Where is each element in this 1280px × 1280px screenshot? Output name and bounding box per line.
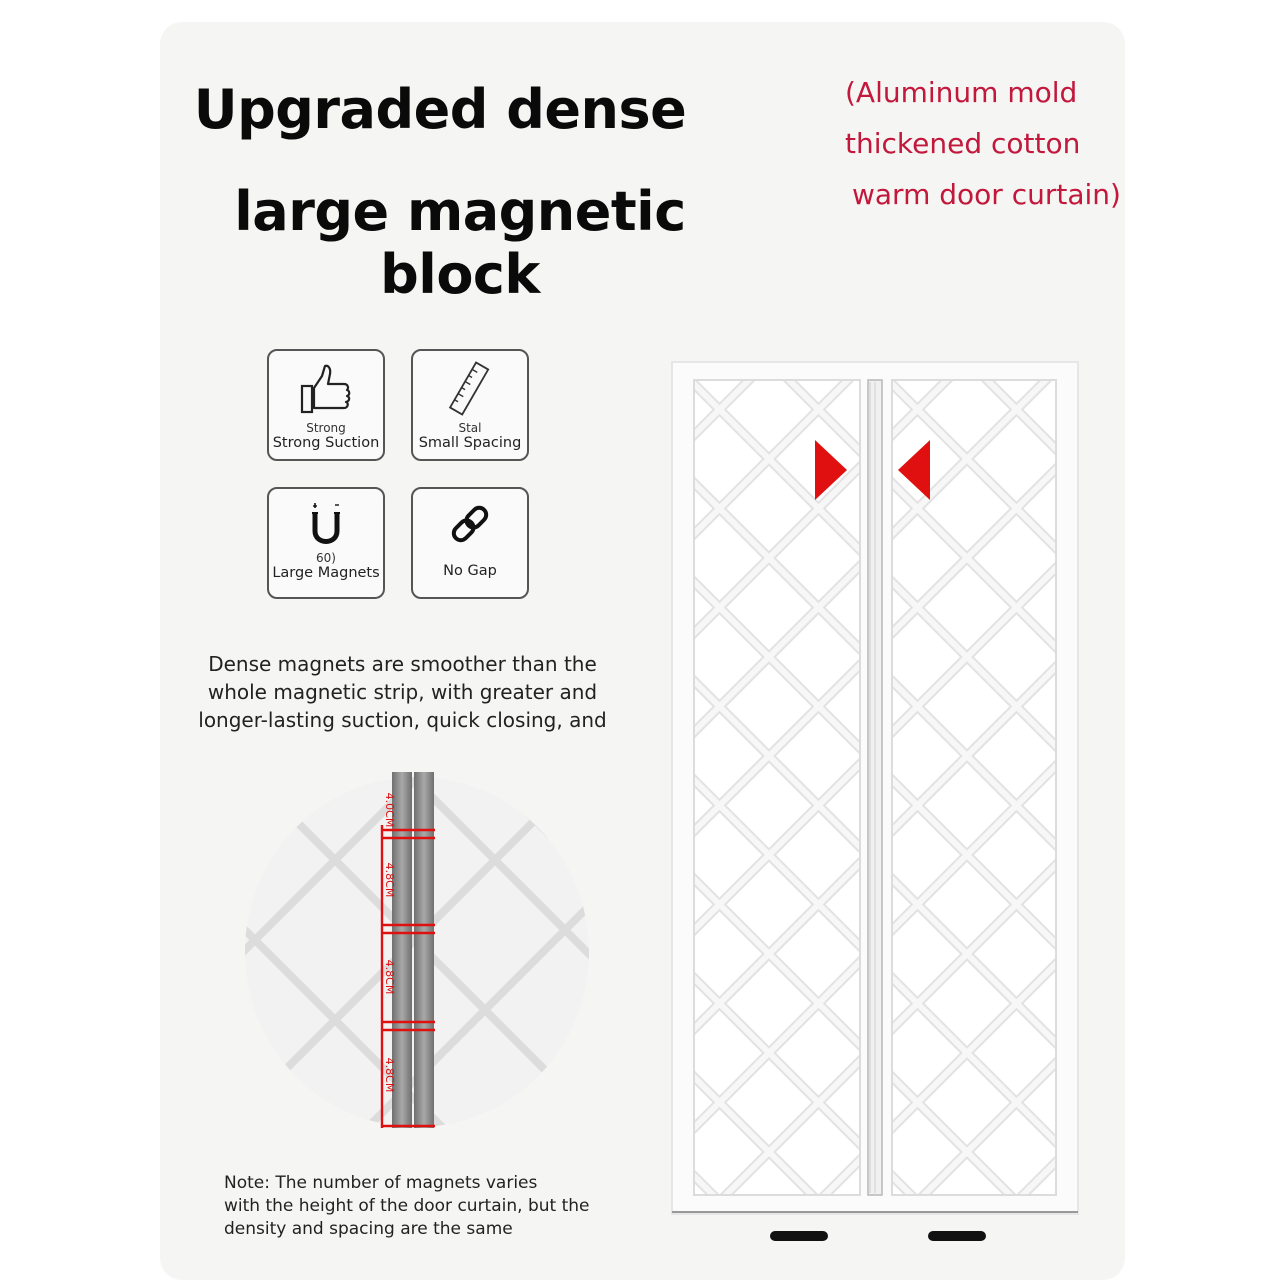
subheading-line-2: thickened cotton (845, 127, 1081, 160)
spacing-label: 4.8CM (383, 863, 396, 898)
spacing-label: 4.0CM (383, 793, 396, 828)
note-line-1: Note: The number of magnets varies (224, 1173, 538, 1193)
feature-small-text: Strong (306, 421, 346, 435)
note: Note: The number of magnets varies with … (224, 1172, 644, 1241)
link-icon (413, 501, 527, 547)
feature-large-magnets: 60) Large Magnets (267, 487, 385, 599)
feature-small-text: 60) (316, 551, 336, 565)
subheading-line-1: (Aluminum mold (845, 76, 1078, 109)
feature-label: Strong Suction (272, 435, 380, 451)
weight-bar-right (928, 1231, 986, 1241)
weight-bar-left (770, 1231, 828, 1241)
heading-line-1: Upgraded dense (193, 78, 687, 141)
feature-label: No Gap (443, 563, 497, 579)
arrow-left-marker (898, 440, 930, 500)
spacing-label: 4.8CM (383, 960, 396, 995)
description: Dense magnets are smoother than the whol… (165, 650, 640, 734)
thumbs-up-icon (269, 361, 383, 417)
description-line-3: longer-lasting suction, quick closing, a… (198, 708, 607, 732)
feature-label: Large Magnets (272, 565, 380, 581)
feature-small-spacing: Stal Small Spacing (411, 349, 529, 461)
magnet-strip-closeup: 4.0CM 4.8CM 4.8CM 4.8CM (245, 772, 589, 1128)
feature-no-gap: No Gap (411, 487, 529, 599)
description-line-1: Dense magnets are smoother than the (208, 652, 597, 676)
arrow-right-marker (815, 440, 847, 500)
magnet-icon (269, 501, 383, 549)
ruler-icon (413, 361, 527, 417)
spacing-label: 4.8CM (383, 1058, 396, 1093)
note-line-3: density and spacing are the same (224, 1219, 513, 1239)
note-line-2: with the height of the door curtain, but… (224, 1196, 590, 1216)
feature-label: Small Spacing (418, 435, 522, 451)
feature-small-text: Stal (458, 421, 482, 435)
description-line-2: whole magnetic strip, with greater and (207, 680, 598, 704)
feature-strong-suction: Strong Strong Suction (267, 349, 385, 461)
subheading-line-3: warm door curtain) (852, 178, 1121, 211)
heading-line-2: large magnetic block (234, 180, 686, 306)
door-curtain-illustration (671, 361, 1079, 1241)
